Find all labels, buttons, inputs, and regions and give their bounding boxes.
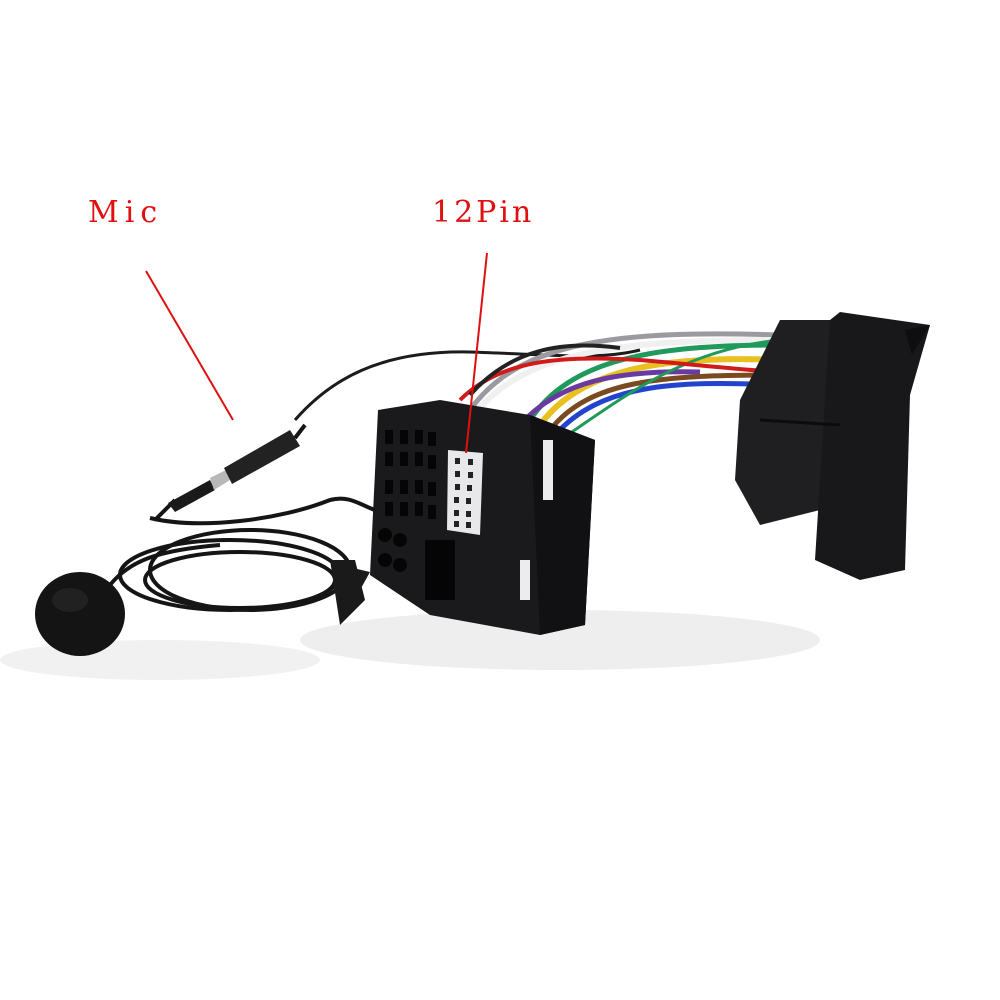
iso-connector <box>735 312 930 580</box>
mic-cable <box>293 348 641 421</box>
12-pin-insert <box>447 450 483 535</box>
quadlock-connector <box>370 400 595 635</box>
wire-harness <box>458 331 781 442</box>
mic-pointer-line <box>145 270 234 421</box>
pin-pointer-line <box>465 252 488 454</box>
12pin-label: 12Pin <box>432 195 535 230</box>
shadow <box>300 610 820 670</box>
audio-jack <box>153 423 307 522</box>
microphone-foam <box>35 572 125 656</box>
mic-clip <box>330 560 370 625</box>
mic-label: Mic <box>88 195 164 230</box>
